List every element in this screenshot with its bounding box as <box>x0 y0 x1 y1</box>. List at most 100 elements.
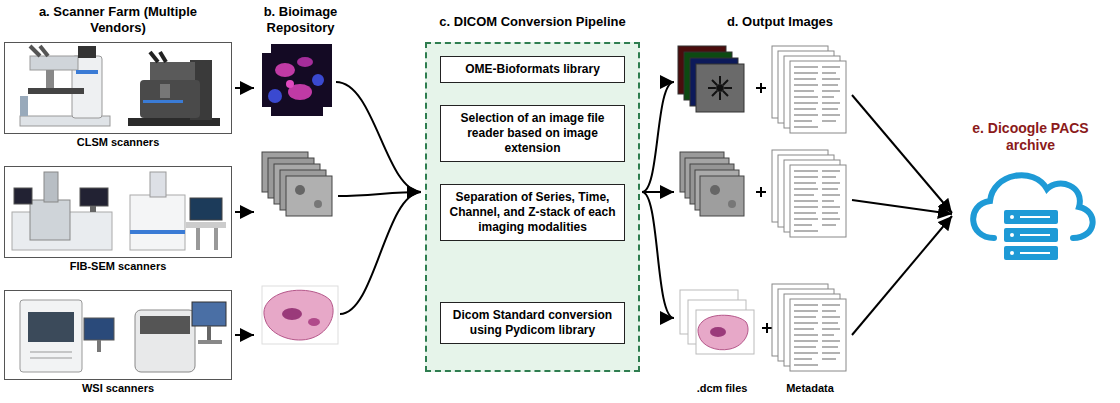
microscope-illustration <box>150 62 195 80</box>
microscope-illustration <box>28 88 84 94</box>
microscope-illustration <box>140 80 200 118</box>
caption-label: Metadata <box>770 382 850 394</box>
server-light <box>1010 233 1014 237</box>
fib-sem-illustration <box>150 172 166 197</box>
metadata-sheets <box>794 305 840 365</box>
slide-scanner-illustration <box>30 358 72 359</box>
fib-sem-illustration <box>12 172 226 250</box>
column-header: a. Scanner Farm (Multiple Vendors) <box>38 4 198 35</box>
plus-symbol <box>766 323 768 333</box>
fluorescence-image <box>262 44 332 116</box>
process-box: Dicom Standard conversion using Pydicom … <box>440 302 625 344</box>
tissue-slide-image <box>262 286 338 344</box>
slide-scanner-illustration <box>135 310 195 372</box>
slide-scanner-illustration <box>207 326 211 340</box>
upload-arrow <box>852 95 952 213</box>
dicom-image-stack <box>680 152 744 216</box>
process-box: OME-Bioformats library <box>440 56 625 83</box>
split-arrow <box>642 82 674 192</box>
fib-sem-illustration <box>30 200 70 240</box>
fib-sem-illustration <box>14 188 32 204</box>
metadata-sheets <box>790 299 846 371</box>
dicom-image-stack <box>716 84 724 92</box>
archive-cloud: e. Dicoogle PACS archive <box>958 158 1103 270</box>
dicom-image-stack <box>728 200 736 208</box>
microscope-illustration <box>78 46 96 58</box>
slide-scanner-illustration <box>140 316 190 334</box>
server-slot <box>1020 216 1050 218</box>
microscope-illustration <box>150 52 158 62</box>
fluorescence-image <box>268 89 282 103</box>
merge-arrow <box>340 192 421 314</box>
server-slot <box>1020 252 1050 254</box>
column-header: d. Output Images <box>690 14 870 30</box>
fluorescence-image <box>286 80 294 88</box>
dicom-image-stack <box>696 64 744 112</box>
split-arrow <box>642 82 674 318</box>
fluorescence-image <box>262 44 271 53</box>
microscope-illustration <box>30 56 78 70</box>
plus-symbol <box>756 83 772 333</box>
fluorescence-image <box>323 107 332 116</box>
fib-sem-illustration <box>90 206 96 212</box>
em-image-stack <box>295 185 305 195</box>
slide-scanner-illustration <box>20 300 82 372</box>
metadata-sheets <box>794 67 840 127</box>
flow-arrow <box>235 211 254 213</box>
node-heading: c. DICOM Conversion Pipeline <box>439 14 625 29</box>
em-image-stack <box>286 176 332 216</box>
slide-scanner-illustration <box>30 352 72 353</box>
step-text: Separation of Series, Time, Channel, and… <box>447 190 618 235</box>
server-light <box>1010 215 1014 219</box>
merge-arrow <box>336 82 421 192</box>
tissue-slide-image <box>262 286 338 344</box>
fib-sem-illustration <box>44 172 58 202</box>
fluorescence-image <box>262 44 332 116</box>
fib-sem-illustration <box>80 188 108 206</box>
dicom-image-stack <box>696 310 754 354</box>
plus-symbol <box>760 187 762 197</box>
microscope-illustration <box>40 46 48 56</box>
process-box: Separation of Series, Time, Channel, and… <box>440 184 625 241</box>
fib-sem-illustration <box>196 228 200 250</box>
pipeline-panel: c. DICOM Conversion PipelineOME-Bioforma… <box>425 42 640 372</box>
slide-scanner-illustration <box>97 340 101 352</box>
em-image-stack <box>314 200 322 208</box>
step-text: Dicom Standard conversion using Pydicom … <box>447 308 618 338</box>
split-arrow <box>642 191 674 193</box>
fib-sem-illustration <box>130 230 185 234</box>
upload-arrow <box>852 216 952 335</box>
dicom-image-stack <box>710 185 720 195</box>
slide-scanner-illustration <box>198 340 222 344</box>
fib-sem-illustration <box>190 198 222 220</box>
node-heading: FIB-SEM scanners <box>5 260 231 272</box>
dicom-image-stack <box>708 76 732 100</box>
caption-label: .dcm files <box>682 382 762 394</box>
cloud-icon <box>958 158 1103 270</box>
merge-arrow <box>338 192 421 196</box>
fib-sem-illustration <box>214 228 218 250</box>
scanner-box: FIB-SEM scanners <box>4 166 232 258</box>
split-arrow <box>642 192 674 318</box>
flow-arrow <box>235 87 254 89</box>
dicom-image-stack <box>680 290 754 354</box>
upload-arrow <box>852 95 952 335</box>
slide-scanner-illustration <box>84 318 114 340</box>
dicom-image-stack <box>710 327 726 337</box>
fib-sem-illustration <box>130 195 185 250</box>
metadata-sheets <box>790 165 846 237</box>
server-light <box>1010 251 1014 255</box>
upload-arrow <box>852 200 952 214</box>
flow-arrow <box>235 88 254 335</box>
server-unit <box>1004 210 1058 224</box>
microscope-illustration <box>46 70 54 88</box>
server-unit <box>1004 246 1058 260</box>
dicom-image-stack <box>700 176 744 216</box>
em-image-stack <box>262 152 332 216</box>
tissue-slide-image <box>282 308 302 320</box>
metadata-sheets <box>794 171 840 231</box>
merge-arrow <box>336 82 421 314</box>
microscope-illustration <box>20 46 220 126</box>
microscope-illustration <box>20 96 28 116</box>
